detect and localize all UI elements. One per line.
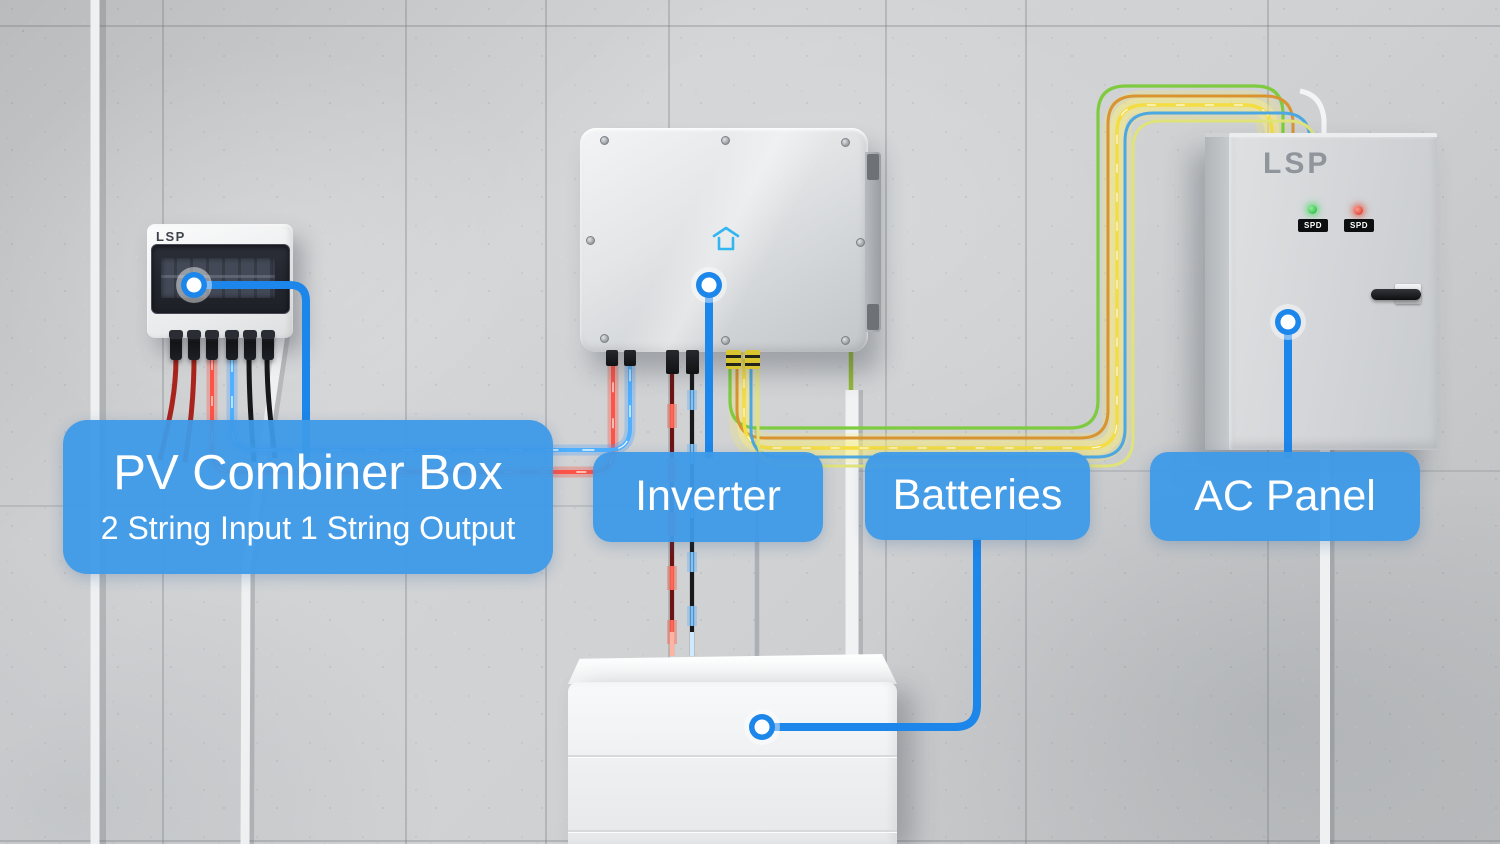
mc4-connector: [205, 330, 219, 360]
mc4-connector: [225, 330, 239, 360]
inverter-unit: [580, 128, 881, 374]
spd-status-led-red: [1354, 206, 1363, 215]
mc4-connector: [261, 330, 275, 360]
battery-module-seam: [568, 830, 897, 832]
pv-combiner-subtitle: 2 String Input 1 String Output: [100, 509, 516, 546]
combiner-brand-logo: LSP: [156, 229, 186, 244]
screw: [600, 334, 609, 343]
screw: [841, 336, 850, 345]
callout-label-inverter: Inverter: [593, 452, 823, 542]
inverter-side-bracket: [865, 152, 881, 332]
pv-input-connector: [624, 350, 636, 366]
pv-combiner-title: PV Combiner Box: [113, 446, 503, 501]
combiner-breakers: [161, 258, 275, 298]
screw: [600, 136, 609, 145]
ac-panel-title: AC Panel: [1194, 471, 1376, 520]
spd-status-led-green: [1308, 205, 1317, 214]
door-handle: [1371, 289, 1421, 300]
pv-input-connector: [606, 350, 618, 366]
battery-connector: [666, 350, 679, 374]
callout-label-batteries: Batteries: [865, 452, 1090, 540]
home-icon: [712, 226, 740, 251]
batteries-title: Batteries: [892, 471, 1063, 520]
mc4-connector: [169, 330, 183, 360]
mc4-connector: [187, 330, 201, 360]
inverter-title: Inverter: [635, 472, 781, 521]
wall-seam: [545, 0, 547, 844]
battery-connector: [686, 350, 699, 374]
callout-label-ac-panel: AC Panel: [1150, 452, 1420, 541]
wall-seam: [668, 0, 670, 844]
battery-module-seam: [568, 755, 897, 757]
ac-panel-cabinet: LSP SPD SPD: [1205, 133, 1437, 450]
combiner-output-conduit: [240, 333, 286, 844]
screw: [586, 236, 595, 245]
ac-output-connector: [726, 350, 741, 369]
screw: [721, 336, 730, 345]
ac-panel-brand-logo: LSP: [1263, 147, 1331, 180]
ac-output-connector: [745, 350, 760, 369]
spd-label: SPD: [1344, 219, 1374, 232]
wall-seam: [0, 25, 1500, 27]
mc4-connector: [243, 330, 257, 360]
conduit-shadow: [242, 335, 290, 844]
battery-top-face: [568, 654, 897, 684]
battery-stack: [568, 682, 897, 844]
ac-panel-front: LSP SPD SPD: [1229, 133, 1437, 450]
pv-combiner-box: LSP: [147, 224, 293, 360]
callout-label-pv-combiner-box: PV Combiner Box 2 String Input 1 String …: [63, 420, 553, 574]
screw: [721, 136, 730, 145]
combiner-window: [151, 244, 290, 314]
wall-seam: [1025, 0, 1027, 844]
ac-panel-side-face: [1205, 137, 1229, 450]
screw: [841, 138, 850, 147]
spd-label: SPD: [1298, 219, 1328, 232]
screw: [856, 238, 865, 247]
